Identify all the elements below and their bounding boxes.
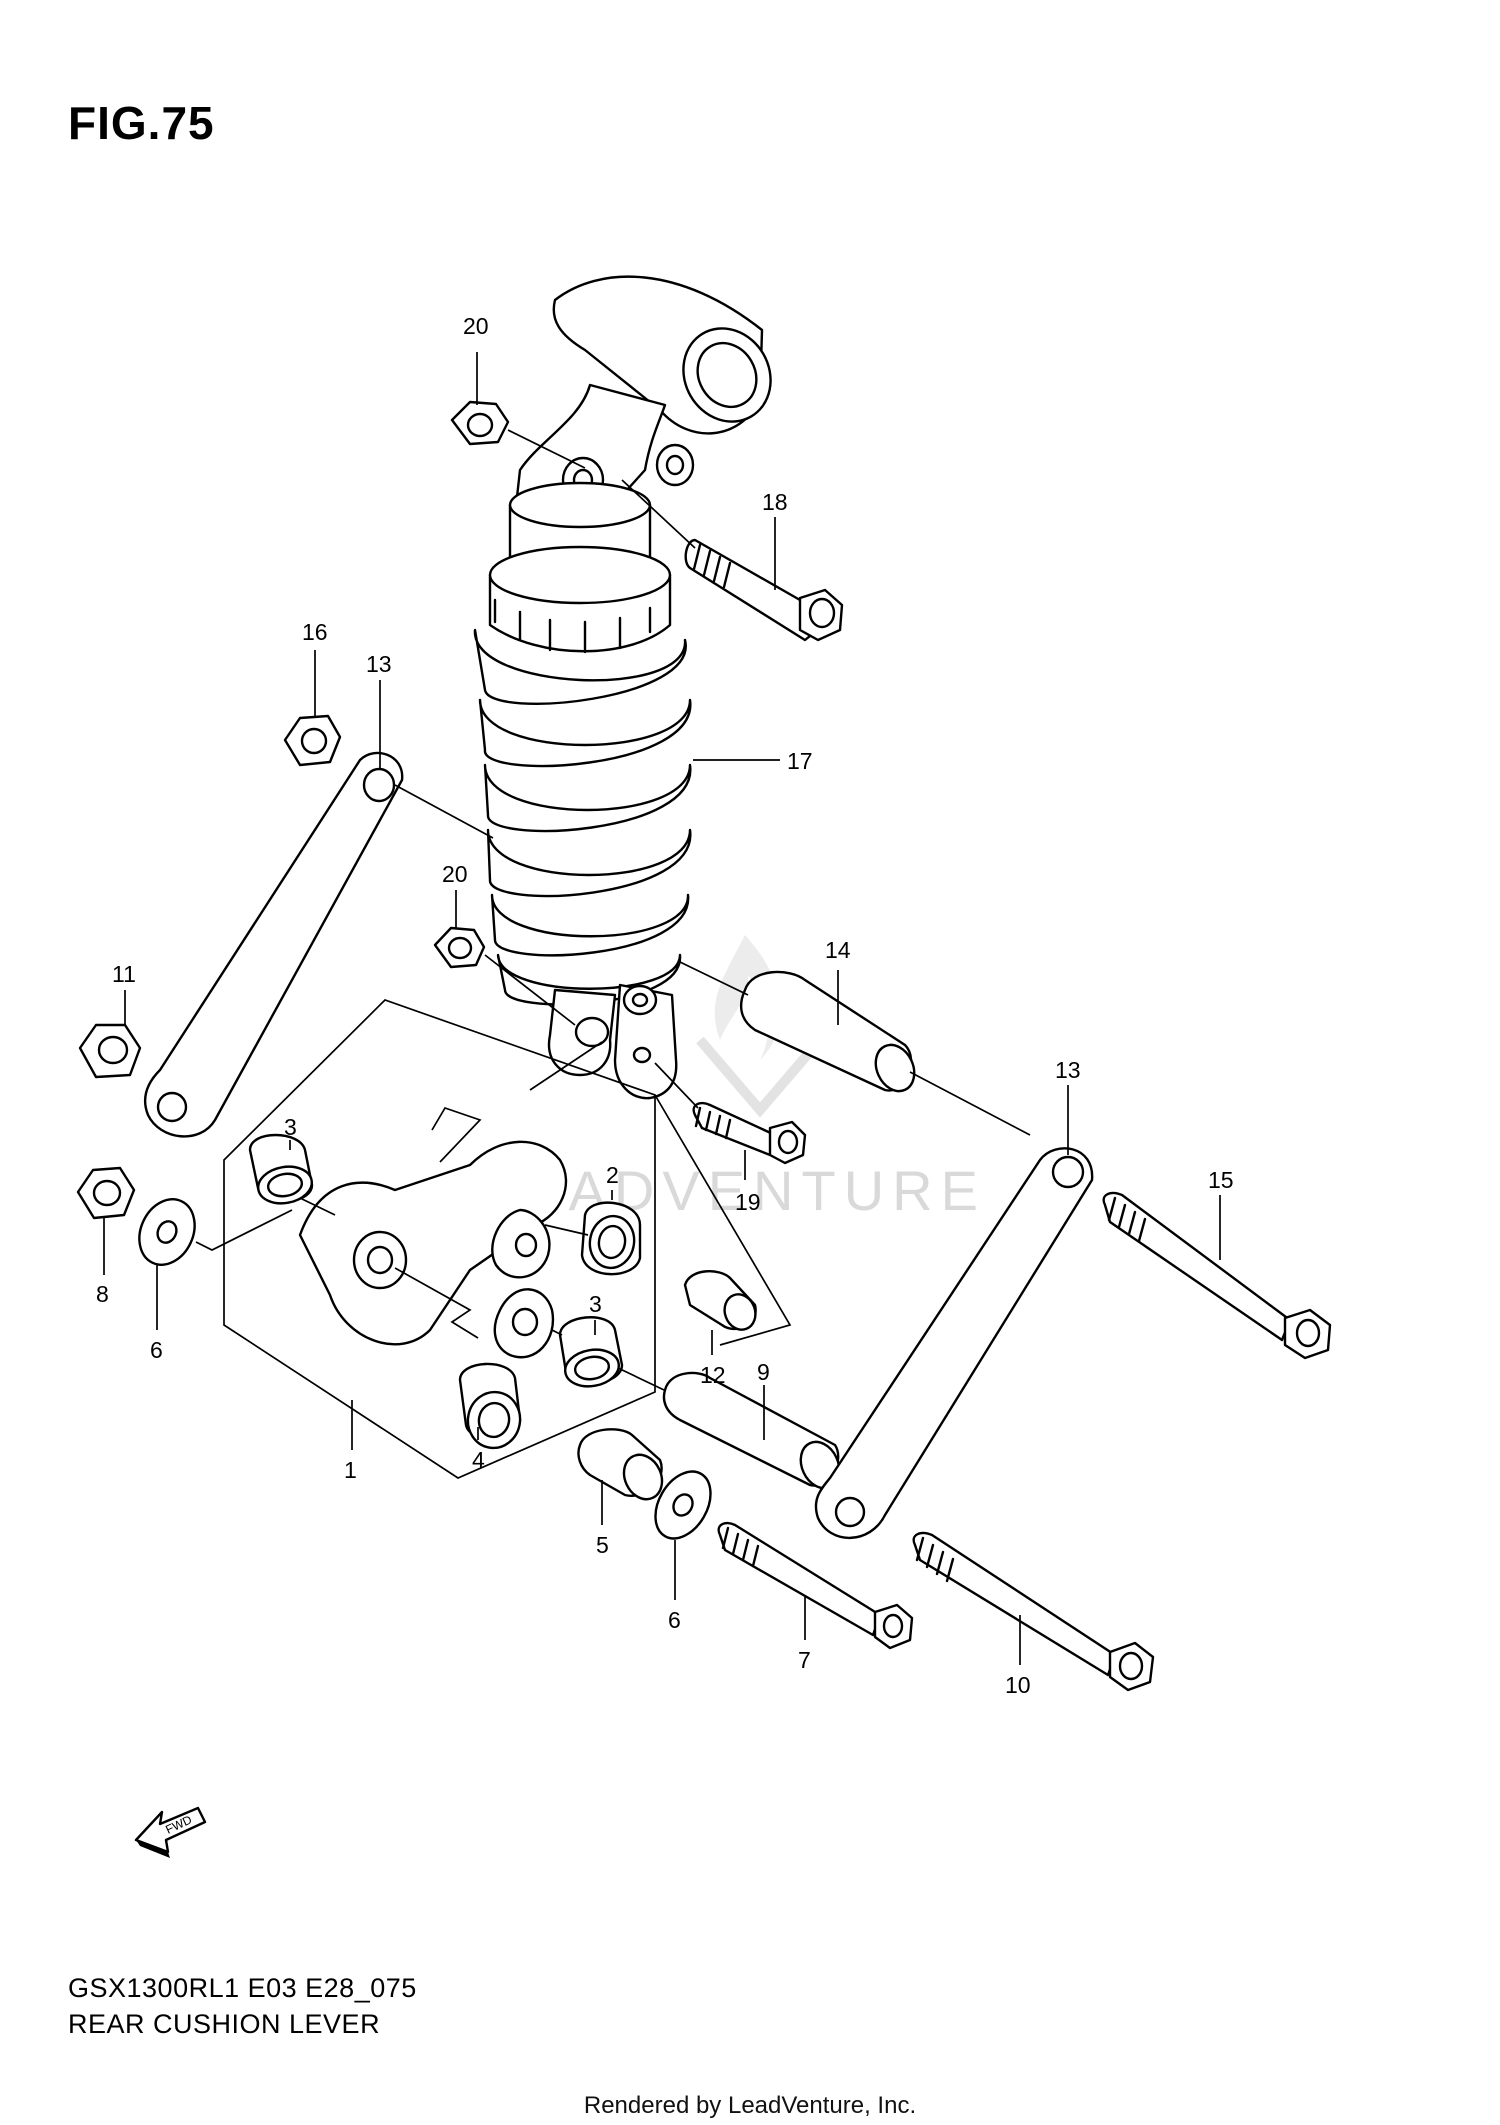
callout-20-upper[interactable]: 20 — [463, 313, 489, 339]
callout-15[interactable]: 15 — [1208, 1167, 1234, 1193]
callout-17[interactable]: 17 — [787, 748, 813, 774]
callout-numbers: 20 18 16 13 17 20 14 11 13 3 2 19 15 8 3… — [96, 313, 1234, 1698]
forward-direction-arrow: FWD — [134, 1806, 207, 1858]
part-2-bearing[interactable] — [580, 1201, 642, 1276]
part-1-rear-cushion-lever[interactable] — [298, 1106, 568, 1359]
callout-1[interactable]: 1 — [344, 1457, 357, 1483]
callout-11[interactable]: 11 — [112, 961, 136, 987]
figure-title: FIG.75 — [68, 97, 215, 149]
part-20-nut-upper[interactable] — [450, 400, 510, 446]
watermark-text: LEADVENTURE — [484, 1159, 986, 1222]
part-14-spacer[interactable] — [739, 970, 921, 1097]
callout-18[interactable]: 18 — [762, 489, 788, 515]
part-3-bearing-upper[interactable] — [248, 1133, 315, 1207]
part-10-bolt[interactable] — [912, 1531, 1155, 1692]
part-15-bolt[interactable] — [1102, 1191, 1332, 1360]
part-18-upper-shock-bolt[interactable] — [684, 538, 844, 642]
model-code: GSX1300RL1 E03 E28_075 — [68, 1973, 417, 2003]
callout-6-right[interactable]: 6 — [668, 1607, 681, 1633]
leadventure-watermark: LEADVENTURE — [484, 935, 986, 1222]
part-12-spacer[interactable] — [683, 1270, 760, 1334]
callout-4[interactable]: 4 — [472, 1447, 485, 1473]
callout-12[interactable]: 12 — [700, 1362, 726, 1388]
callout-2[interactable]: 2 — [606, 1162, 619, 1188]
part-19-bolt[interactable] — [692, 1101, 807, 1165]
callout-20-lower[interactable]: 20 — [442, 861, 468, 887]
callout-6-left[interactable]: 6 — [150, 1337, 163, 1363]
callout-19[interactable]: 19 — [735, 1189, 761, 1215]
callout-7[interactable]: 7 — [798, 1647, 811, 1673]
part-3-bearing-lower[interactable] — [558, 1316, 624, 1390]
part-1-assembly-outline — [223, 999, 656, 1479]
part-7-bolt[interactable] — [717, 1521, 914, 1650]
callout-16[interactable]: 16 — [302, 619, 328, 645]
footer-rendered-by: Rendered by LeadVenture, Inc. — [583, 2092, 917, 2119]
part-8-nut[interactable] — [76, 1166, 136, 1220]
callout-3-lower[interactable]: 3 — [589, 1291, 602, 1317]
part-11-nut[interactable] — [78, 1023, 142, 1079]
callout-leader-lines — [103, 352, 1221, 1665]
callout-3-upper[interactable]: 3 — [284, 1114, 297, 1140]
callout-9[interactable]: 9 — [757, 1359, 770, 1385]
callout-5[interactable]: 5 — [596, 1532, 609, 1558]
callout-14[interactable]: 14 — [825, 937, 851, 963]
callout-13-right[interactable]: 13 — [1055, 1057, 1081, 1083]
part-20-nut-lower[interactable] — [433, 926, 486, 969]
shock-spring-coils — [473, 628, 692, 1006]
part-6-washer-left[interactable] — [129, 1190, 205, 1274]
callout-10[interactable]: 10 — [1005, 1672, 1031, 1698]
section-name: REAR CUSHION LEVER — [68, 2009, 381, 2039]
callout-13-left[interactable]: 13 — [366, 651, 392, 677]
part-5-spacer[interactable] — [577, 1428, 669, 1505]
part-13-cushion-rod-left[interactable] — [143, 751, 404, 1138]
part-13-cushion-rod-right[interactable] — [814, 1147, 1094, 1540]
part-4-bearing[interactable] — [458, 1362, 524, 1452]
part-17-rear-shock-absorber[interactable] — [473, 275, 787, 1100]
callout-8[interactable]: 8 — [96, 1281, 109, 1307]
part-6-washer-right[interactable] — [644, 1462, 722, 1548]
part-16-nut[interactable] — [283, 714, 342, 767]
